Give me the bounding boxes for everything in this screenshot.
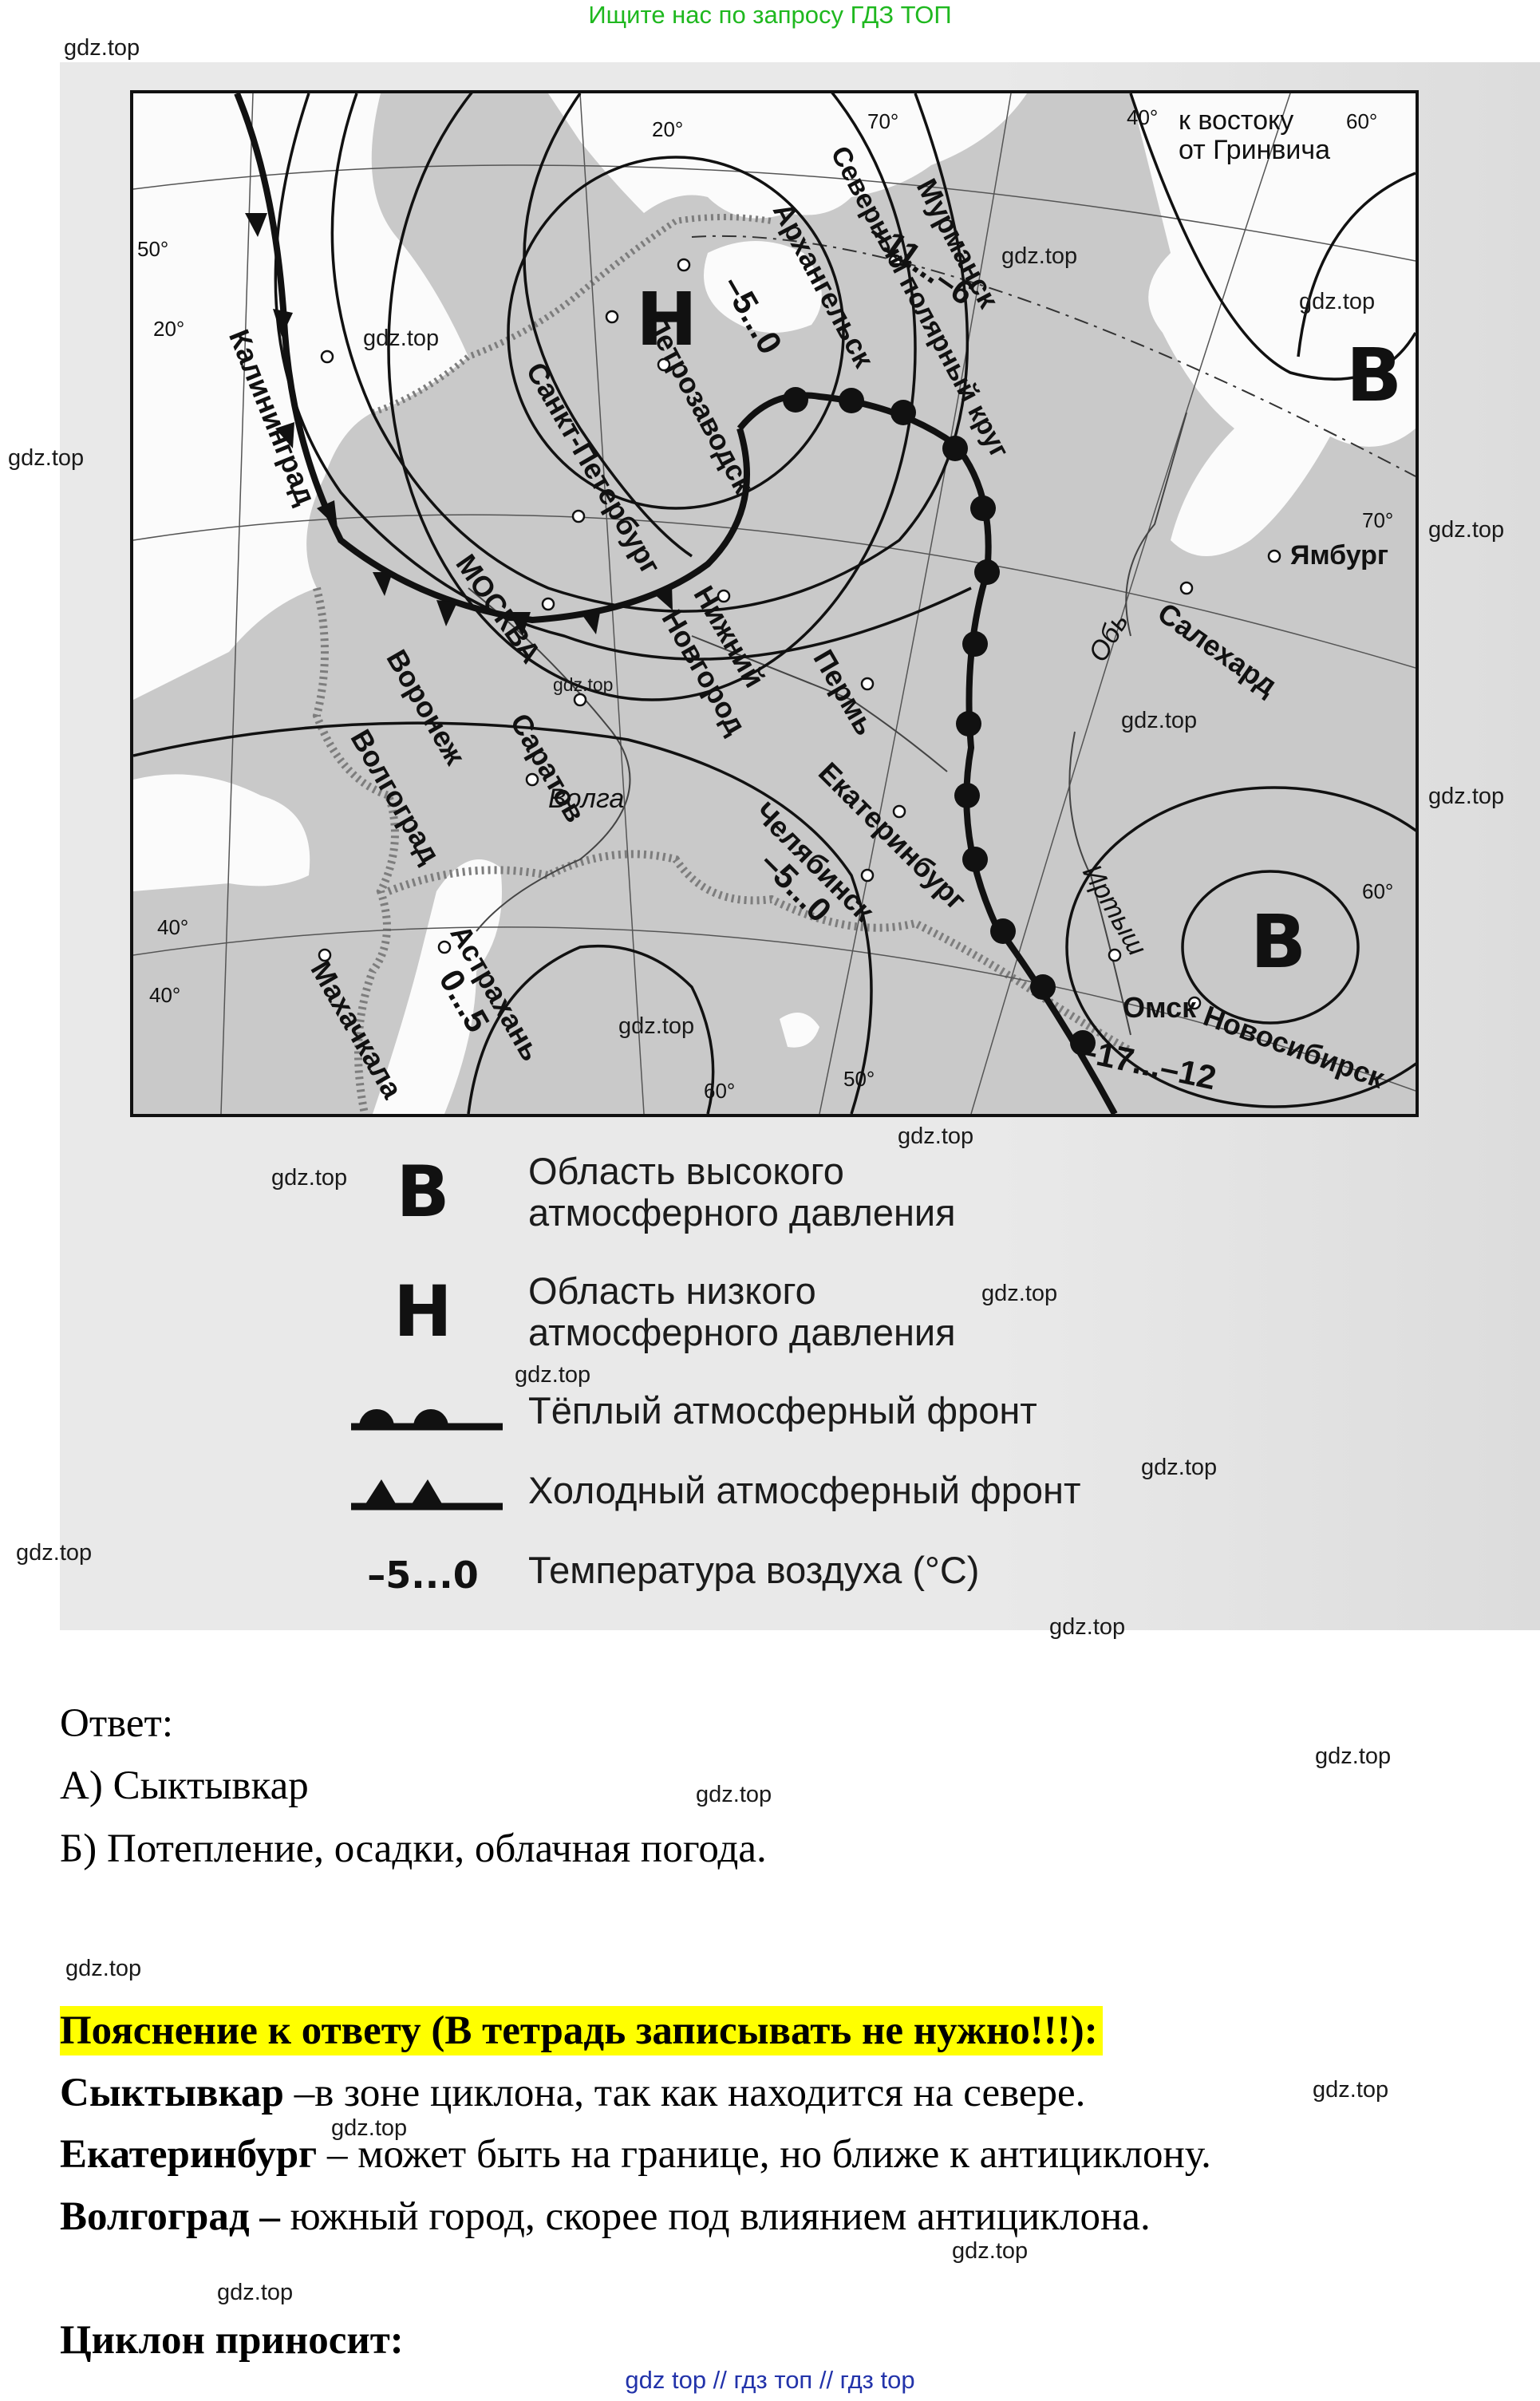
legend-low-text1: Область низкого — [528, 1270, 816, 1312]
river-ob — [1125, 412, 1187, 637]
legend-low-text2: атмосферного давления — [528, 1311, 956, 1353]
explanation-line-4: Циклон приносит: — [60, 2316, 404, 2364]
warm-front-line — [736, 387, 1118, 1114]
country-border-north — [371, 214, 772, 416]
watermark: gdz.top — [1049, 1614, 1126, 1640]
cold-front-line — [234, 93, 750, 636]
explanation-city-volgograd: Волгоград – — [60, 2194, 280, 2239]
watermark: gdz.top — [981, 1281, 1058, 1306]
sea-barents — [548, 93, 1027, 219]
answer-b: Б) Потепление, осадки, облачная погода. — [60, 1826, 767, 1871]
watermark: gdz.top — [65, 1956, 142, 1981]
sea-caspian — [373, 859, 502, 1114]
warm-front-icon — [351, 1409, 503, 1431]
sea-black — [133, 774, 310, 891]
arctic-circle-line — [691, 235, 1416, 477]
legend-high-symbol: В — [396, 1151, 450, 1233]
legend-low-symbol: Н — [393, 1270, 452, 1353]
watermark: gdz.top — [553, 674, 614, 695]
city-dots — [318, 254, 1281, 1010]
coord-lat-40b: 40° — [149, 983, 181, 1007]
isobars — [133, 93, 1416, 1114]
map-legend: В Область высокого атмосферного давления… — [351, 1149, 1356, 1612]
explanation-heading: Пояснение к ответу (В тетрадь записывать… — [60, 2006, 1103, 2055]
coord-lon-60b: 60° — [704, 1079, 736, 1103]
watermark: gdz.top — [16, 1540, 93, 1566]
coord-lat-40a: 40° — [157, 915, 189, 939]
map-drawing — [133, 93, 1416, 1114]
legend-temperature-symbol: –5...0 — [367, 1554, 479, 1597]
coord-lon-40: 40° — [1127, 105, 1159, 129]
explanation-text-2: – может быть на границе, но ближе к анти… — [317, 2132, 1211, 2177]
footer-links[interactable]: gdz top // гдз топ // гдз top — [625, 2366, 915, 2394]
watermark: gdz.top — [618, 1013, 695, 1039]
coord-lon-20b: 20° — [153, 317, 185, 341]
legend-temperature-text: Температура воздуха (°C) — [528, 1549, 980, 1591]
coord-lon-20a: 20° — [652, 117, 684, 141]
watermark: gdz.top — [1121, 708, 1198, 733]
explanation-text-3: южный город, скорее под влиянием антицик… — [279, 2194, 1151, 2239]
watermark: gdz.top — [363, 326, 440, 351]
coord-lon-60a: 60° — [1346, 109, 1378, 133]
legend-cold-front-text: Холодный атмосферный фронт — [528, 1469, 1081, 1511]
weather-map: Н В В к востоку от Гринвича Калининград … — [130, 90, 1419, 1117]
watermark: gdz.top — [217, 2280, 294, 2305]
watermark: gdz.top — [952, 2238, 1029, 2264]
watermark: gdz.top — [515, 1362, 591, 1388]
country-border-west — [312, 586, 399, 1114]
label-omsk: Омск — [1123, 991, 1197, 1024]
high-pressure-label-siberia: В — [1250, 899, 1307, 985]
explanation-line-3: Волгоград – южный город, скорее под влия… — [60, 2193, 1151, 2241]
graticule — [133, 93, 1416, 1114]
rivers — [468, 412, 1187, 1036]
watermark: gdz.top — [898, 1123, 974, 1149]
explanation-city-syktyvkar: Сыктывкар — [60, 2071, 284, 2115]
watermark: gdz.top — [271, 1165, 348, 1191]
coord-lat-60: 60° — [1362, 879, 1394, 903]
explanation-line-2: Екатеринбург – может быть на границе, но… — [60, 2130, 1211, 2178]
coord-lat-70b: 70° — [1362, 508, 1394, 532]
watermark: gdz.top — [1428, 517, 1505, 543]
explanation-city-ekaterinburg: Екатеринбург — [60, 2132, 318, 2177]
label-from-greenwich: от Гринвича — [1179, 135, 1331, 165]
watermark: gdz.top — [1313, 2077, 1389, 2103]
lake-aral — [780, 1013, 819, 1048]
watermark: gdz.top — [1141, 1455, 1218, 1480]
explanation-text-1: –в зоне циклона, так как находится на се… — [283, 2071, 1086, 2115]
answer-label: Ответ: — [60, 1701, 173, 1746]
label-yamburg: Ямбург — [1290, 540, 1389, 571]
watermark: gdz.top — [1299, 289, 1376, 314]
header-search-link[interactable]: Ищите нас по запросу ГДЗ ТОП — [588, 1, 952, 29]
river-volga — [468, 587, 631, 932]
country-border-south — [387, 850, 1133, 1055]
watermark: gdz.top — [1315, 1743, 1392, 1769]
sea-baltic — [133, 93, 468, 700]
legend-warm-front-text: Тёплый атмосферный фронт — [528, 1389, 1037, 1432]
watermark: gdz.top — [8, 445, 85, 471]
watermark: gdz.top — [696, 1782, 772, 1807]
cold-front-icon — [351, 1479, 503, 1510]
watermark: gdz.top — [64, 35, 140, 61]
label-volga: Волга — [548, 784, 625, 814]
coord-lat-70a: 70° — [867, 109, 899, 133]
label-east-of-greenwich: к востоку — [1179, 105, 1294, 136]
coord-lon-50: 50° — [843, 1067, 875, 1091]
coord-lat-50: 50° — [137, 237, 169, 261]
explanation-cyclon-brings: Циклон приносит: — [60, 2318, 404, 2363]
high-pressure-label-north: В — [1346, 333, 1403, 418]
river-irtysh — [1068, 731, 1131, 1036]
explanation-line-1: Сыктывкар –в зоне циклона, так как наход… — [60, 2069, 1085, 2117]
sea-white — [704, 241, 822, 333]
legend-high-text1: Область высокого — [528, 1150, 844, 1192]
legend-high-text2: атмосферного давления — [528, 1191, 956, 1234]
low-pressure-label: Н — [636, 277, 697, 362]
watermark: gdz.top — [331, 2115, 408, 2141]
watermark: gdz.top — [1001, 243, 1078, 269]
answer-a: А) Сыктывкар — [60, 1763, 309, 1808]
watermark: gdz.top — [1428, 784, 1505, 809]
